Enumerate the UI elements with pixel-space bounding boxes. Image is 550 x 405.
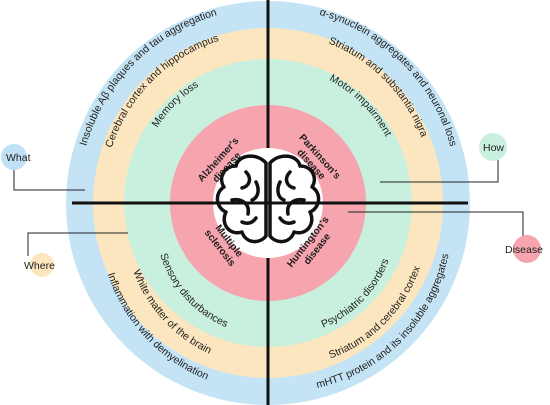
disease-callout-line — [348, 211, 524, 236]
brain-icon — [215, 154, 321, 244]
disease-bubble — [513, 235, 541, 263]
what-callout-line — [13, 168, 85, 191]
how-callout-line — [380, 160, 499, 183]
disease-label: Disease — [505, 244, 543, 256]
where-callout-line — [27, 232, 128, 256]
how-bubble — [479, 133, 507, 161]
where-label: Where — [24, 260, 55, 272]
where-bubble — [30, 253, 54, 277]
what-label: What — [6, 152, 31, 164]
what-bubble — [1, 144, 27, 170]
how-label: How — [483, 142, 504, 154]
